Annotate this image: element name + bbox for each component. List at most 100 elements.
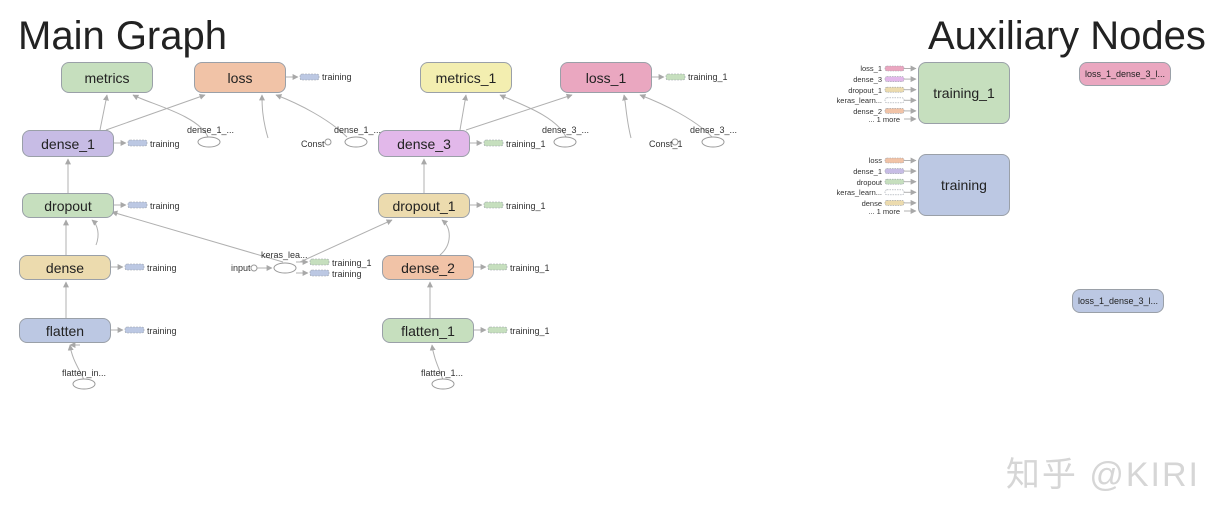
tag-label-keras-training: training: [332, 269, 362, 279]
edge-op-to-loss-1: [639, 94, 713, 138]
op-label-dense-3-a: dense_3_...: [542, 125, 590, 135]
node-flatten-1[interactable]: flatten_1: [382, 318, 474, 343]
tag-chip-dense-3: [483, 139, 504, 147]
op-node-flatten-input: [72, 378, 96, 390]
aux-input-item: keras_learn...: [836, 188, 882, 197]
tag-chip-dense-2: [487, 263, 508, 271]
aux-chip-training-0: [884, 157, 905, 164]
edge-op-to-loss: [275, 94, 348, 138]
aux-node-loss-1-dense-3-bottom[interactable]: loss_1_dense_3_l...: [1072, 289, 1164, 313]
tag-chip-dense: [124, 263, 145, 271]
edge-dense-2-to-dropout-1: [439, 219, 450, 256]
flatten-input-label: flatten_in...: [62, 368, 107, 378]
keras-learning-phase-label: keras_lea...: [261, 250, 308, 260]
edge-keras-to-dropout-1: [299, 219, 393, 263]
tag-chip-keras-training: [309, 269, 330, 277]
op-label-dense-1-a: dense_1_...: [187, 125, 235, 135]
edge-dense-dropout-curve: [91, 219, 99, 246]
tag-chip-loss-1: [665, 73, 686, 81]
aux-chip-training-1-0: [884, 65, 905, 72]
tag-label-dense-3-training: training_1: [506, 139, 546, 149]
tag-label-dense-training: training: [147, 263, 177, 273]
tag-label-loss-1-training: training_1: [688, 72, 728, 82]
tag-chip-flatten: [124, 326, 145, 334]
tag-label-dropout-training: training: [150, 201, 180, 211]
node-dense-3[interactable]: dense_3: [378, 130, 470, 157]
op-node-keras: [273, 262, 297, 274]
input-node: [250, 264, 258, 272]
node-dropout-1[interactable]: dropout_1: [378, 193, 470, 218]
tag-chip-dropout-1: [483, 201, 504, 209]
op-label-dense-3-b: dense_3_...: [690, 125, 738, 135]
aux-chip-training-3: [884, 189, 905, 196]
aux-input-more: ... 1 more: [868, 207, 900, 216]
aux-chip-training-1-4: [884, 108, 905, 114]
flatten-1-input-label: flatten_1...: [421, 368, 464, 378]
aux-input-item: dense_2: [853, 107, 882, 116]
edge-op-to-loss-b: [259, 94, 269, 139]
tag-label-keras-training-1: training_1: [332, 258, 372, 268]
tag-chip-dense-1: [127, 139, 148, 147]
watermark: 知乎 @KIRI: [1005, 456, 1200, 494]
node-metrics[interactable]: metrics: [61, 62, 153, 93]
op-label-dense-1-b: dense_1_...: [334, 125, 382, 135]
edge-keras-to-dropout: [111, 210, 284, 263]
edge-dense-1-to-metrics: [99, 94, 109, 131]
edge-op-to-metrics-1: [499, 94, 567, 138]
const-1-node: [671, 138, 679, 146]
input-label: input: [231, 263, 251, 273]
node-loss[interactable]: loss: [194, 62, 286, 93]
aux-input-item: loss: [868, 156, 882, 165]
edge-flatten-1-input: [429, 344, 444, 381]
op-node-dense-3-b: [701, 136, 725, 148]
edge-dense-1-to-loss: [105, 93, 206, 131]
edge-dense-3-to-metrics-1: [459, 94, 469, 131]
op-node-flatten-1-input: [431, 378, 455, 390]
aux-chip-training-1-1: [884, 76, 905, 82]
tag-chip-dropout: [127, 201, 148, 209]
tag-chip-flatten-1: [487, 326, 508, 334]
aux-node-loss-1-dense-3-top[interactable]: loss_1_dense_3_l...: [1079, 62, 1171, 86]
tag-label-dense-2-training: training_1: [510, 263, 550, 273]
op-node-dense-1-b: [344, 136, 368, 148]
edge-op-to-metrics: [132, 94, 209, 138]
aux-node-training-1[interactable]: training_1: [918, 62, 1010, 124]
aux-input-item: loss_1: [860, 64, 882, 73]
main-graph-title: Main Graph: [18, 14, 227, 58]
auxiliary-nodes-title: Auxiliary Nodes: [928, 14, 1206, 58]
aux-chip-training-1-2: [884, 86, 905, 93]
node-dropout[interactable]: dropout: [22, 193, 114, 218]
tag-label-dense-1-training: training: [150, 139, 180, 149]
aux-input-item: dense: [861, 199, 882, 208]
tag-chip-loss: [299, 73, 320, 81]
node-dense-2[interactable]: dense_2: [382, 255, 474, 280]
tag-label-flatten-1-training: training_1: [510, 326, 550, 336]
aux-node-training[interactable]: training: [918, 154, 1010, 216]
aux-input-item: dropout: [856, 178, 882, 187]
tag-label-flatten-training: training: [147, 326, 177, 336]
node-metrics-1[interactable]: metrics_1: [420, 62, 512, 93]
aux-input-item: keras_learn...: [836, 96, 882, 105]
aux-input-item: dense_1: [853, 167, 882, 176]
const-node: [324, 138, 332, 146]
aux-chip-training-4: [884, 200, 905, 206]
node-flatten[interactable]: flatten: [19, 318, 111, 343]
tag-chip-keras-training-1: [309, 258, 330, 266]
aux-input-more: ... 1 more: [868, 115, 900, 124]
aux-chip-training-1-3: [884, 97, 905, 104]
aux-chip-training-1: [884, 168, 905, 174]
edge-dense-3-to-loss-1: [465, 93, 573, 131]
node-dense[interactable]: dense: [19, 255, 111, 280]
node-loss-1[interactable]: loss_1: [560, 62, 652, 93]
const-1-label: Const_1: [649, 139, 683, 149]
tag-label-dropout-1-training: training_1: [506, 201, 546, 211]
node-dense-1[interactable]: dense_1: [22, 130, 114, 157]
tag-label-loss-training: training: [322, 72, 352, 82]
op-node-dense-1-a: [197, 136, 221, 148]
op-node-dense-3-a: [553, 136, 577, 148]
const-label: Const: [301, 139, 325, 149]
aux-chip-training-2: [884, 178, 905, 185]
aux-input-item: dropout_1: [848, 86, 882, 95]
